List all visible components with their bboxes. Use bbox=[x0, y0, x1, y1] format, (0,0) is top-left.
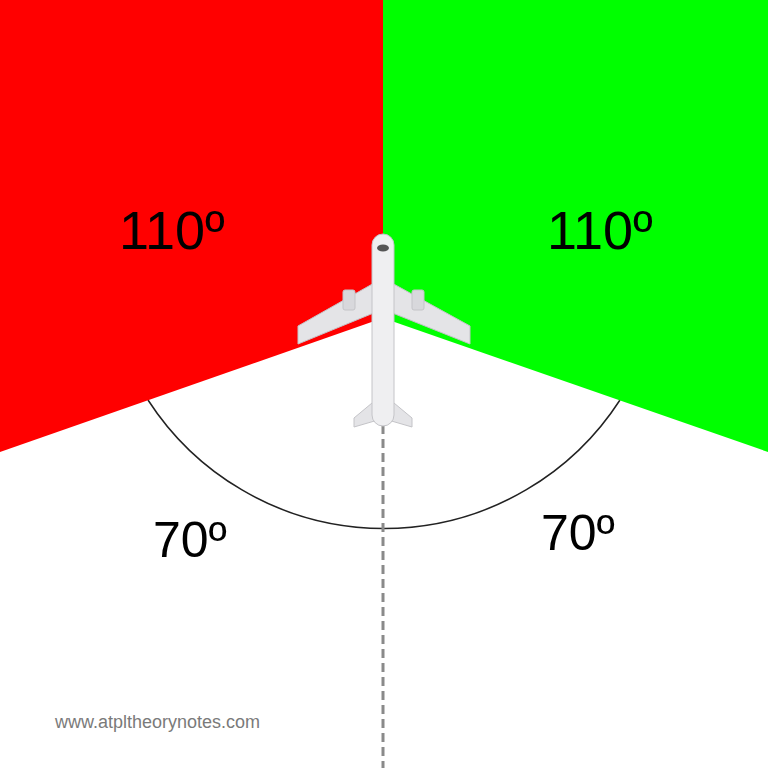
left-engine bbox=[343, 290, 355, 310]
angle-label-wrap: 70º bbox=[541, 504, 615, 562]
track-line bbox=[382, 425, 385, 768]
red-sector-fill bbox=[0, 0, 383, 452]
red-sector: 110º bbox=[0, 0, 383, 452]
sector-angle: 110º bbox=[119, 200, 225, 260]
green-sector-fill bbox=[383, 0, 768, 452]
sector-angle-wrap: 110º bbox=[547, 199, 653, 261]
sector-angle-wrap: 110º bbox=[119, 199, 225, 261]
sector-angle: 110º bbox=[547, 200, 653, 260]
angle-label: 70º bbox=[541, 505, 615, 561]
right-wing bbox=[390, 282, 470, 344]
watermark: www.atpltheorynotes.com bbox=[55, 712, 260, 732]
aircraft bbox=[298, 234, 470, 427]
angle-label-wrap: 70º bbox=[153, 511, 227, 569]
watermark-wrap: www.atpltheorynotes.com bbox=[55, 712, 260, 733]
green-sector: 110º bbox=[383, 0, 768, 452]
right-engine bbox=[412, 290, 424, 310]
angle-label: 70º bbox=[153, 512, 227, 568]
cockpit bbox=[377, 245, 389, 252]
fuselage bbox=[372, 234, 394, 426]
left-wing bbox=[298, 282, 376, 344]
